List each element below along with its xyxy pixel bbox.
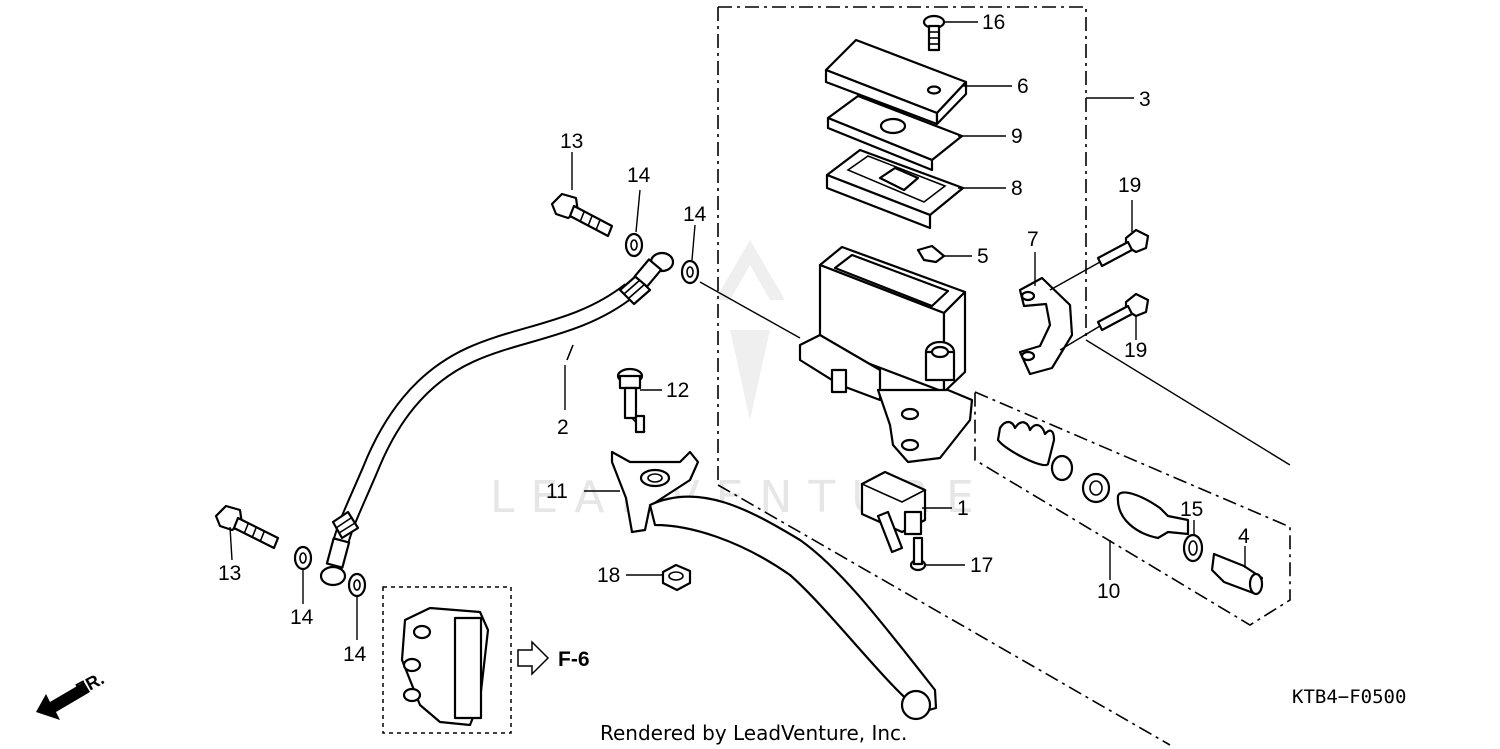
callout-14-c: 14 [290, 606, 314, 629]
washer-14-d [347, 572, 367, 598]
assembly-outline-3 [717, 6, 1171, 746]
callout-2: 2 [557, 416, 569, 439]
callout-10: 10 [1097, 580, 1120, 603]
callout-14-a: 14 [627, 164, 651, 187]
callout-17: 17 [970, 554, 993, 577]
callout-1: 1 [957, 497, 969, 520]
washer-14-c [293, 545, 313, 571]
callout-16: 16 [982, 11, 1005, 34]
callout-15: 15 [1180, 498, 1203, 521]
clamp-7 [1018, 276, 1074, 376]
reservoir-cap-6 [824, 38, 968, 126]
callouts: 16 6 3 9 8 19 7 5 19 13 14 14 12 2 11 1 … [218, 11, 1250, 666]
callout-7: 7 [1027, 228, 1039, 251]
callout-19-upper: 19 [1118, 174, 1141, 197]
leader-lines [229, 21, 1291, 640]
assembly-outline-10 [974, 390, 1291, 626]
washer-14-a [624, 232, 644, 258]
diagram-code: KTB4−F0500 [1292, 686, 1406, 708]
callout-5: 5 [977, 245, 989, 268]
diaphragm-8 [825, 148, 965, 230]
master-cylinder-body [798, 245, 974, 464]
screw-16 [922, 14, 946, 52]
banjo-bolt-13-lower [214, 504, 280, 550]
switch-1 [860, 470, 927, 554]
brake-lever-11 [610, 450, 938, 721]
callout-12: 12 [666, 379, 689, 402]
reference-arrow-icon [517, 640, 550, 676]
callout-9: 9 [1011, 125, 1023, 148]
clamp-bolt-19-upper [1096, 228, 1150, 268]
callout-13-lower: 13 [218, 562, 241, 585]
callout-14-b: 14 [683, 203, 707, 226]
reference-label: F-6 [558, 648, 590, 671]
callout-8: 8 [1011, 177, 1023, 200]
callout-3: 3 [1139, 88, 1151, 111]
banjo-bolt-13-upper [550, 192, 614, 238]
callout-11: 11 [546, 480, 568, 503]
nut-18 [661, 563, 692, 592]
screw-17 [909, 536, 927, 572]
callout-6: 6 [1017, 75, 1029, 98]
credit-text: Rendered by LeadVenture, Inc. [600, 721, 907, 745]
callout-13-upper: 13 [560, 130, 583, 153]
reference-inset [382, 586, 550, 734]
boot-4 [1210, 552, 1264, 596]
callout-19-lower: 19 [1124, 339, 1147, 362]
front-arrow-icon [36, 682, 90, 720]
washer-14-b [680, 259, 700, 285]
callout-18: 18 [597, 564, 620, 587]
brake-hose-2 [319, 251, 675, 587]
piston-assembly-10 [996, 420, 1190, 540]
clip-5 [916, 244, 946, 264]
callout-14-d: 14 [343, 643, 367, 666]
callout-4: 4 [1238, 525, 1250, 548]
pivot-bolt-12 [616, 367, 646, 434]
clamp-bolt-19-lower [1096, 292, 1150, 332]
circlip-15 [1182, 533, 1204, 563]
